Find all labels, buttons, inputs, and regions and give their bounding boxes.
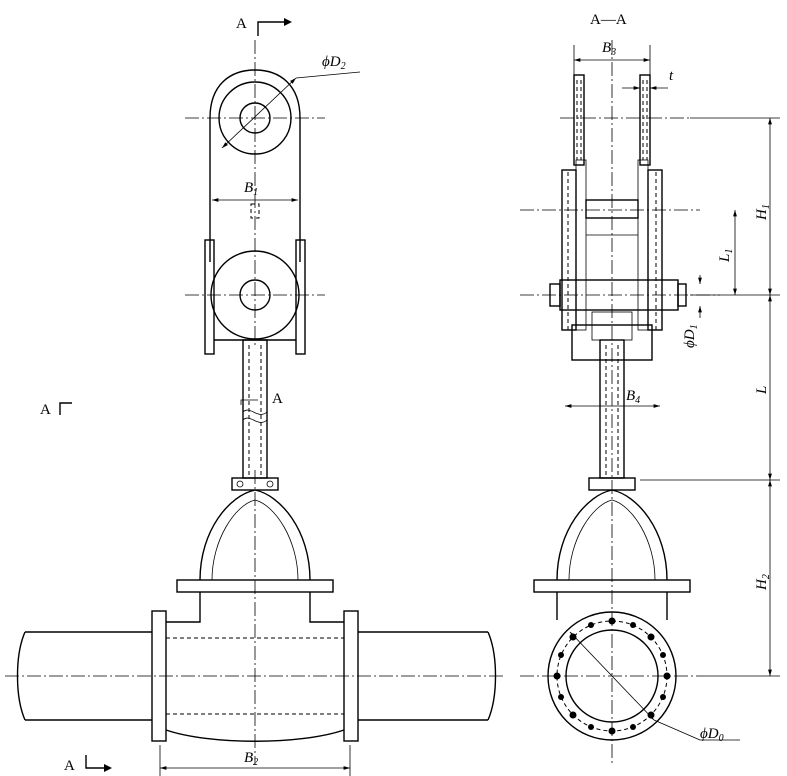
dim-B4: B4 (626, 388, 640, 406)
section-mark-left: A (40, 402, 51, 418)
section-title: A—A (590, 12, 627, 28)
clevis (520, 74, 720, 361)
dim-H2: H2 (754, 574, 772, 591)
section-mark-top: A (236, 16, 247, 32)
stem (240, 339, 268, 479)
dim-D0: ϕD0 (700, 726, 724, 744)
dim-B1: B1 (244, 180, 258, 198)
front-view (5, 18, 505, 776)
dim-H1: H1 (754, 204, 772, 221)
valve-body (151, 470, 359, 765)
dim-L1: L1 (717, 249, 735, 263)
left-dimensions (159, 71, 361, 776)
dim-L: L (754, 386, 770, 395)
right-dimensions (565, 45, 780, 741)
dim-t: t (669, 68, 674, 84)
section-view (520, 40, 780, 765)
section-mark-bottom: A (64, 758, 75, 774)
section-marks (59, 18, 292, 772)
dim-B3: B3 (602, 40, 616, 58)
valve-body-side (533, 40, 691, 765)
dim-D2: ϕD2 (322, 54, 346, 72)
dim-D1: ϕD1 (682, 324, 700, 348)
dim-B2: B2 (244, 750, 258, 768)
section-mark-stem: A (272, 391, 283, 407)
